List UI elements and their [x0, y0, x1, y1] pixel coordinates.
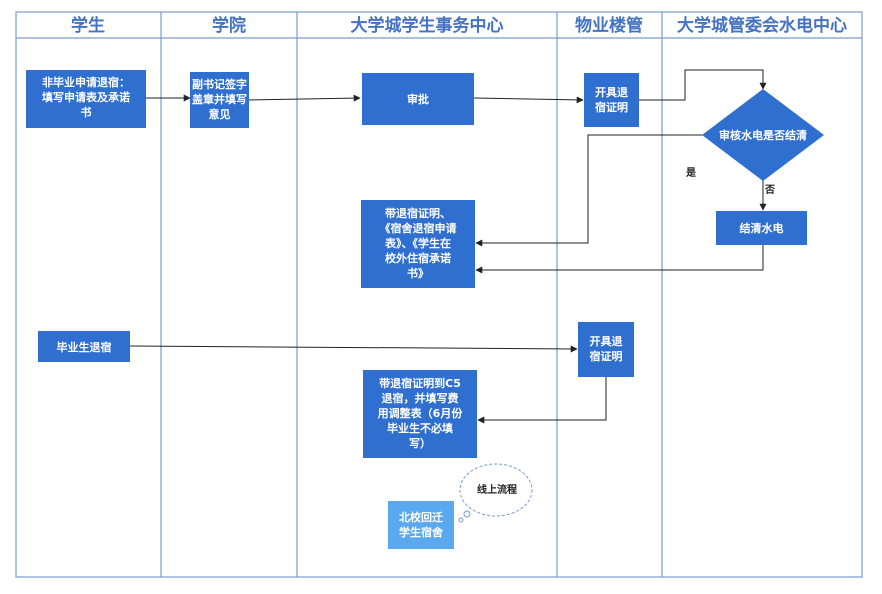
arrow-audit-yes-to-documents — [475, 134, 705, 247]
node-affairs-approve: 审批 — [362, 73, 474, 125]
node-text-line: 退宿，并填写费 — [382, 391, 459, 405]
node-affairs-documents: 带退宿证明、 《宿舍退宿申请 表》、《学生在 校外住宿承诺 书》 — [361, 200, 475, 288]
process-box — [26, 70, 146, 128]
arrow-approve-to-certificate — [473, 96, 584, 104]
connectors — [129, 69, 767, 424]
node-property-certificate: 开具退 宿证明 — [584, 73, 639, 127]
callout-bubble — [459, 463, 533, 517]
process-box — [361, 200, 475, 288]
node-text-line: 意见 — [209, 107, 231, 121]
node-text-line: 非毕业申请退宿： — [42, 75, 130, 89]
arrow-certificate-to-c5 — [477, 377, 607, 424]
callout-online-process: 线上流程 — [458, 463, 533, 523]
process-box — [716, 211, 807, 245]
swimlane-frame — [15, 11, 863, 578]
process-box — [190, 72, 249, 128]
node-affairs-c5-checkout: 带退宿证明到C5 退宿，并填写费 用调整表（6月份 毕业生不必填 写） — [363, 370, 477, 458]
lane-headers: 学生 学院 大学城学生事务中心 物业楼管 大学城管委会水电中心 — [71, 15, 847, 36]
node-text-line: 开具退 — [595, 85, 628, 99]
lane-title-affairs-center: 大学城学生事务中心 — [351, 15, 504, 36]
callout-tail-dot — [458, 517, 464, 523]
node-text-line: 校外住宿承诺 — [385, 251, 451, 265]
node-text-line: 结清水电 — [739, 221, 784, 235]
node-text-line: 开具退 — [590, 334, 623, 348]
node-text-line: 填写申请表及承诺 — [42, 90, 130, 104]
node-text-line: 盖章并填写 — [192, 92, 247, 106]
process-box — [388, 501, 454, 549]
branch-label-no: 否 — [764, 184, 775, 196]
node-text-line: 用调整表（6月份 — [378, 406, 464, 420]
node-affairs-north-campus: 北校回迁 学生宿舍 — [388, 501, 454, 549]
lane-title-student: 学生 — [71, 15, 105, 36]
process-box — [363, 370, 477, 458]
arrow-graduate-to-certificate — [129, 345, 578, 353]
callout-tail-dot — [463, 510, 471, 518]
node-utility-settle: 结清水电 — [716, 211, 807, 245]
node-text-line: 带退宿证明、 — [385, 206, 451, 220]
decision-diamond — [702, 89, 824, 181]
arrow-certificate-to-audit — [639, 69, 767, 101]
node-text-line: 书 — [81, 105, 92, 119]
node-student-apply: 非毕业申请退宿： 填写申请表及承诺 书 — [26, 70, 146, 128]
node-text-line: 毕业生退宿 — [57, 340, 112, 354]
node-text-line: 宿证明 — [595, 100, 628, 114]
arrow-sign-to-approve — [248, 94, 361, 102]
node-utility-audit: 审核水电是否结清 — [702, 89, 824, 181]
process-box — [38, 331, 130, 362]
branch-label-yes: 是 — [685, 167, 696, 179]
node-student-graduate: 毕业生退宿 — [38, 331, 130, 362]
node-text-line: 宿证明 — [590, 349, 623, 363]
node-text-line: 表》、《学生在 — [384, 236, 451, 250]
lane-title-property: 物业楼管 — [575, 15, 643, 36]
node-college-sign: 副书记签字 盖章并填写 意见 — [190, 72, 249, 128]
lane-title-utility-center: 大学城管委会水电中心 — [677, 15, 847, 36]
process-box — [584, 73, 639, 127]
node-text-line: 北校回迁 — [399, 510, 443, 524]
node-text-line: 审核水电是否结清 — [719, 128, 807, 142]
lane-title-college: 学院 — [212, 15, 246, 36]
node-text-line: 毕业生不必填 — [387, 421, 453, 435]
node-text-line: 学生宿舍 — [399, 525, 444, 539]
node-text-line: 带退宿证明到C5 — [379, 376, 461, 390]
node-text-line: 书》 — [407, 266, 429, 280]
process-box — [362, 73, 474, 125]
arrow-settle-to-documents — [475, 245, 764, 274]
node-text-line: 审批 — [407, 92, 429, 106]
process-box — [578, 322, 634, 377]
node-text-line: 副书记签字 — [192, 77, 247, 91]
node-text-line: 《宿舍退宿申请 — [380, 221, 457, 235]
node-property-certificate-graduate: 开具退 宿证明 — [578, 322, 634, 377]
callout-text: 线上流程 — [477, 483, 517, 496]
node-text-line: 写） — [409, 437, 431, 450]
lane-outer-border — [15, 11, 863, 578]
